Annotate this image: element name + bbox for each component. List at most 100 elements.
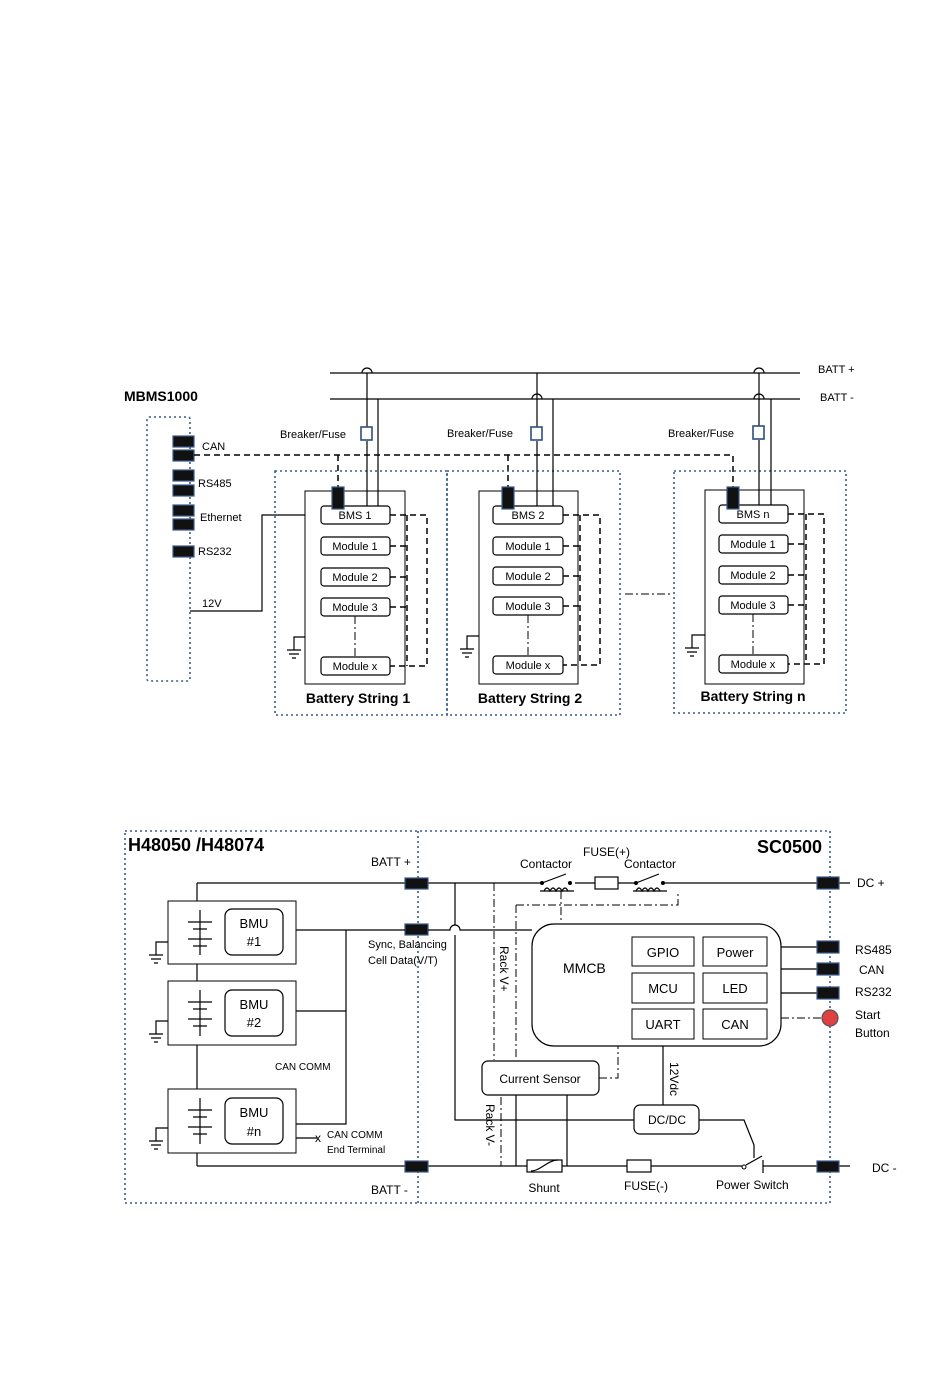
module-label: Module 3 — [730, 600, 775, 612]
bmu-1-box — [224, 908, 284, 956]
bmu-n-number: #n — [247, 1124, 261, 1139]
bmu-2-box — [224, 989, 284, 1037]
ethernet-port-connector — [172, 504, 195, 517]
batt-minus-label: BATT - — [820, 392, 854, 404]
contactor-left-label: Contactor — [520, 857, 572, 871]
power-switch-label: Power Switch — [716, 1178, 789, 1192]
fuse-plus-label: FUSE(+) — [583, 845, 630, 859]
module-label: Module 3 — [332, 602, 377, 614]
batt-minus-connector — [404, 1160, 429, 1173]
rack-right-title: SC0500 — [757, 837, 822, 857]
sync-label-2: Cell Data(V/T) — [368, 955, 438, 967]
ground-symbol — [287, 636, 305, 659]
mmcb-block-mcu: MCU — [648, 981, 678, 996]
module-label: Module 3 — [505, 601, 550, 613]
rs232-connector — [816, 986, 840, 1000]
breaker-label-2: Breaker/Fuse — [447, 428, 513, 440]
can-port-connector — [172, 435, 195, 448]
module-label: Module 1 — [332, 541, 377, 553]
breaker-fuse-symbol — [752, 425, 765, 440]
dc-minus-label: DC - — [872, 1161, 897, 1175]
can-connector — [816, 962, 840, 976]
bmu-1-label: BMU — [240, 916, 269, 931]
breaker-label-3: Breaker/Fuse — [668, 428, 734, 440]
string-2-dotted-frame — [446, 470, 621, 716]
rack-left-title: H48050 /H48074 — [128, 835, 264, 855]
bmu-n-label: BMU — [240, 1105, 269, 1120]
battery-string-1: BMS 1 Module 1 Module 2 Module 3 Module … — [274, 367, 448, 716]
breaker-label-1: Breaker/Fuse — [280, 429, 346, 441]
breaker-fuse-symbol — [530, 426, 543, 441]
ground-symbol — [149, 1020, 168, 1043]
module-label: Module x — [731, 659, 776, 671]
can-end-label-2: End Terminal — [327, 1145, 385, 1156]
sync-label-1: Sync, Balancing — [368, 939, 447, 951]
shunt-label: Shunt — [528, 1181, 560, 1195]
can-port-connector — [172, 449, 195, 462]
mmcb-block-can: CAN — [721, 1017, 748, 1032]
rack-system-diagram: H48050 /H48074 SC0500 BATT + BATT - DC +… — [124, 830, 897, 1204]
mmcb-block-led: LED — [722, 981, 747, 996]
vdc-label: 12Vdc — [667, 1062, 681, 1096]
bmu-2-number: #2 — [247, 1015, 261, 1030]
can-end-mark: x — [315, 1131, 321, 1145]
ground-symbol — [685, 634, 705, 657]
rack-v-minus-label: Rack V- — [483, 1104, 497, 1146]
dc-plus-connector — [816, 876, 840, 890]
module-label: Module x — [333, 661, 378, 673]
bmu-n-box — [224, 1097, 284, 1145]
contactor-right-label: Contactor — [624, 857, 676, 871]
rs232-port-connector — [172, 545, 195, 558]
mbms-topology-diagram: MBMS1000 BATT + BATT - CAN RS485 Etherne… — [124, 364, 855, 716]
battery-string-2: BMS 2 Module 1 Module 2 Module 3 Module … — [446, 373, 621, 716]
bmu-1-number: #1 — [247, 934, 261, 949]
batt-plus-label: BATT + — [371, 855, 411, 869]
bms-connector — [331, 486, 345, 510]
rs485-port-connector — [172, 469, 195, 482]
bms-1-label: BMS 1 — [338, 510, 371, 522]
fuse-minus-symbol — [626, 1159, 652, 1173]
mmcb-block-gpio: GPIO — [647, 945, 680, 960]
fuse-plus-symbol — [594, 876, 619, 890]
port-label-rs232: RS232 — [855, 985, 892, 999]
breaker-fuse-symbol — [360, 426, 373, 441]
rs485-port-connector — [172, 484, 195, 497]
port-label-ethernet: Ethernet — [200, 512, 242, 524]
batt-minus-label: BATT - — [371, 1183, 408, 1197]
fuse-minus-label: FUSE(-) — [624, 1179, 668, 1193]
batt-plus-label: BATT + — [818, 364, 855, 376]
start-button-label-1: Start — [855, 1008, 881, 1022]
mmcb-controller: MMCB GPIO Power MCU LED UART CAN — [531, 923, 782, 1047]
battery-string-n: BMS n Module 1 Module 2 Module 3 Module … — [673, 367, 847, 714]
contactor-right: Contactor — [624, 857, 676, 893]
ground-symbol — [149, 1127, 168, 1150]
bms-connector — [501, 486, 515, 510]
power-switch: Power Switch — [716, 1155, 789, 1192]
string-1-title: Battery String 1 — [306, 690, 410, 706]
sync-connector — [404, 923, 429, 936]
ground-symbol — [149, 941, 168, 964]
port-label-can: CAN — [202, 441, 225, 453]
bmu-module-1: BMU #1 — [149, 900, 297, 965]
module-label: Module 1 — [730, 539, 775, 551]
bmu-2-label: BMU — [240, 997, 269, 1012]
port-label-rs485: RS485 — [198, 478, 232, 490]
current-sensor-label: Current Sensor — [499, 1072, 580, 1086]
supply-12v-label: 12V — [202, 598, 222, 610]
bmu-module-2: BMU #2 — [149, 980, 297, 1046]
batt-plus-connector — [404, 877, 429, 890]
module-label: Module 2 — [505, 571, 550, 583]
rs485-connector — [816, 940, 840, 954]
port-label-rs485: RS485 — [855, 943, 892, 957]
start-button[interactable] — [821, 1009, 839, 1027]
ethernet-port-connector — [172, 518, 195, 531]
module-label: Module 2 — [730, 570, 775, 582]
shunt: Shunt — [526, 1159, 563, 1195]
start-button-label-2: Button — [855, 1026, 890, 1040]
contactor-left: Contactor — [520, 857, 574, 893]
mmcb-label: MMCB — [563, 960, 606, 976]
module-label: Module 2 — [332, 572, 377, 584]
rack-v-plus-label: Rack V+ — [497, 946, 511, 992]
bms-connector — [726, 486, 740, 510]
